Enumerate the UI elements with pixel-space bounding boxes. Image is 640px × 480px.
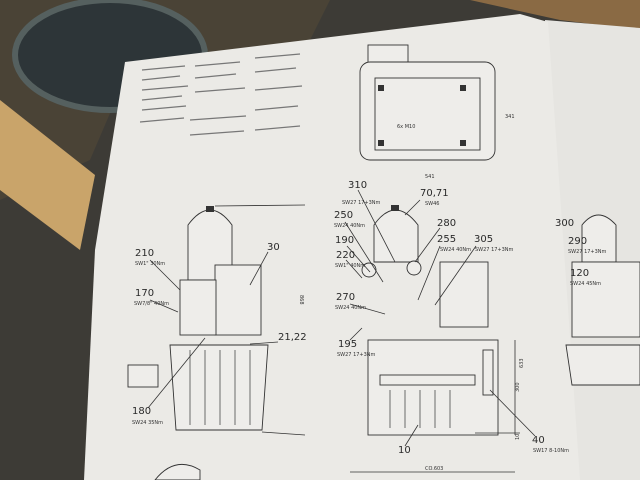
- callout-70-71: 70,71: [420, 188, 449, 199]
- height-dimension: 341: [505, 114, 515, 120]
- center-view: [361, 205, 520, 436]
- callout-305-spec: SW27 17+3Nm: [475, 247, 514, 253]
- callout-170-spec: SW7/8" 40Nm: [134, 301, 169, 307]
- callout-120: 120: [570, 268, 589, 279]
- callout-250: 250: [334, 210, 353, 221]
- top-view: 6x M10 541 341: [359, 44, 515, 180]
- left-callouts: 210 SW1" 30Nm 170 SW7/8" 40Nm 180 SW24 3…: [132, 242, 307, 426]
- center-callouts: 310 SW27 17+3Nm 70,71 SW46 250 SW24 40Nm…: [334, 180, 569, 473]
- callout-210: 210: [135, 248, 154, 259]
- callout-255-spec: SW24 40Nm: [440, 247, 471, 253]
- width-dimension: 541: [425, 174, 435, 180]
- callout-280: 280: [437, 218, 456, 229]
- callout-170: 170: [135, 288, 154, 299]
- callout-180-spec: SW24 35Nm: [132, 420, 163, 426]
- callout-290-spec: SW27 17+3Nm: [568, 249, 607, 255]
- callout-10: 10: [398, 445, 411, 456]
- callout-190: 190: [335, 235, 354, 246]
- wooden-shelf: [470, 0, 640, 30]
- callout-120-spec: SW24 45Nm: [570, 281, 601, 287]
- callout-210-spec: SW1" 30Nm: [135, 261, 165, 267]
- callout-30: 30: [267, 242, 280, 253]
- left-view: [127, 204, 306, 436]
- wooden-beam: [0, 100, 95, 250]
- callout-21-22: 21,22: [278, 332, 307, 343]
- callout-220-spec: SW1" 40Nm: [335, 263, 365, 269]
- callout-300: 300: [555, 218, 574, 229]
- callout-40: 40: [532, 435, 545, 446]
- callout-290: 290: [568, 236, 587, 247]
- callout-305: 305: [474, 234, 493, 245]
- callout-310: 310: [348, 180, 367, 191]
- callout-310-spec: SW27 17+3Nm: [342, 200, 381, 206]
- callout-40-spec: SW17 8-10Nm: [533, 448, 569, 454]
- dimension-10: 10: [515, 434, 521, 440]
- callout-270: 270: [336, 292, 355, 303]
- dimension-868: 868: [298, 295, 304, 305]
- callout-180: 180: [132, 406, 151, 417]
- spec-text-block: [139, 53, 303, 136]
- dimension-co603: CO.603: [425, 466, 443, 472]
- bottom-accumulator: [154, 463, 201, 480]
- callout-220: 220: [336, 250, 355, 261]
- callout-195: 195: [338, 339, 357, 350]
- right-view: [565, 214, 640, 386]
- dimension-633: 633: [519, 358, 525, 368]
- right-callouts: 300 290 SW27 17+3Nm 120 SW24 45Nm: [555, 218, 607, 287]
- callout-195-spec: SW27 17+3Nm: [337, 352, 376, 358]
- bolt-label: 6x M10: [397, 124, 415, 130]
- dimension-300: 300: [515, 382, 521, 392]
- callout-270-spec: SW24 40Nm: [335, 305, 366, 311]
- callout-255: 255: [437, 234, 456, 245]
- callout-250-spec: SW24 40Nm: [334, 223, 365, 229]
- callout-70-71-spec: SW46: [425, 201, 439, 207]
